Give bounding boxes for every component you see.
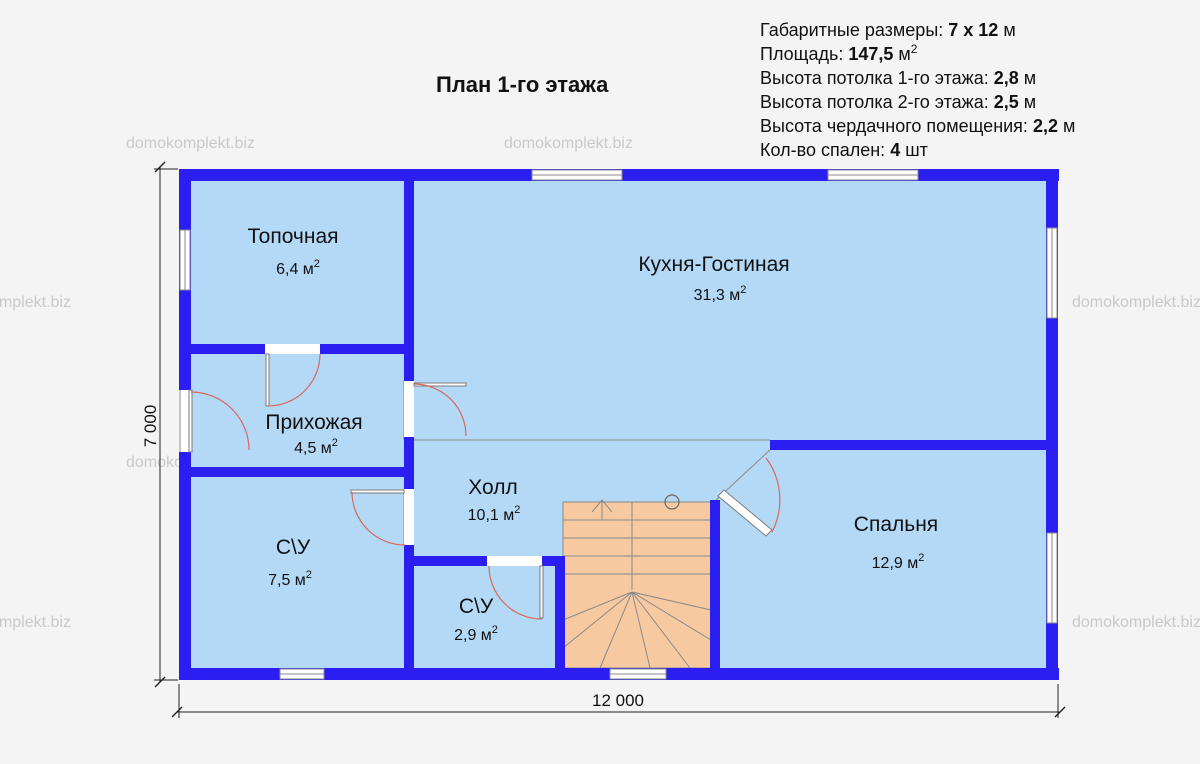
door-leaf xyxy=(350,489,405,494)
wall-interior xyxy=(404,181,414,381)
room-name-hallway: Прихожая xyxy=(265,411,362,434)
wall-interior xyxy=(191,467,414,477)
dimension-height: 7 000 xyxy=(141,405,160,448)
spec-line: Высота потолка 2-го этажа: 2,5 м xyxy=(760,92,1036,112)
wall-interior xyxy=(555,556,565,668)
wall-interior xyxy=(404,545,414,668)
door-swing xyxy=(351,491,406,546)
room-name-hall: Холл xyxy=(468,476,518,499)
door-leaf xyxy=(717,489,773,537)
room-name-bath-small: С\У xyxy=(459,595,494,618)
room-area-topochnaya: 6,4 м2 xyxy=(276,258,320,278)
room-area-hallway: 4,5 м2 xyxy=(294,437,338,457)
room-name-bath-large: С\У xyxy=(276,536,311,559)
staircase xyxy=(562,494,712,669)
dimension-width: 12 000 xyxy=(592,691,644,710)
door-swing xyxy=(267,353,321,407)
watermark: domokomplekt.biz xyxy=(1072,294,1200,311)
windows xyxy=(179,169,1058,680)
door-swing xyxy=(413,383,467,437)
watermark: domokomplekt.biz xyxy=(504,135,633,152)
wall-interior xyxy=(404,437,414,489)
door-swing xyxy=(488,565,543,620)
spec-line: Площадь: 147,5 м2 xyxy=(760,42,918,64)
room-name-kitchen: Кухня-Гостиная xyxy=(638,253,789,276)
room-area-bath-small: 2,9 м2 xyxy=(454,624,498,644)
entrance-door-gap xyxy=(179,390,191,452)
room-labels: Топочная 6,4 м2 Кухня-Гостиная 31,3 м2 П… xyxy=(247,225,938,644)
door-leaf xyxy=(265,353,270,407)
spec-line: Кол-во спален: 4 шт xyxy=(760,140,928,160)
room-area-bath-large: 7,5 м2 xyxy=(268,569,312,589)
room-area-bedroom: 12,9 м2 xyxy=(872,552,925,572)
room-name-topochnaya: Топочная xyxy=(247,225,338,248)
door-gap xyxy=(487,556,542,566)
door-gap xyxy=(404,381,414,437)
door-gap xyxy=(404,489,414,545)
plan-title: План 1-го этажа xyxy=(436,72,609,97)
watermark: domokomplekt.biz xyxy=(0,294,71,311)
door-swing xyxy=(765,457,781,533)
door-gap xyxy=(265,344,320,354)
entrance-door-leaf xyxy=(188,389,193,453)
stairs-area xyxy=(562,501,712,669)
watermark: domokomplekt.biz xyxy=(1072,614,1200,631)
spec-line: Высота потолка 1-го этажа: 2,8 м xyxy=(760,68,1036,88)
wall-interior xyxy=(414,556,557,566)
spec-line: Высота чердачного помещения: 2,2 м xyxy=(760,116,1075,136)
room-name-bedroom: Спальня xyxy=(854,513,938,536)
dimension-lines: 12 000 7 000 xyxy=(141,161,1066,718)
specs-block: Габаритные размеры: 7 х 12 м Площадь: 14… xyxy=(760,20,1075,160)
door-swing xyxy=(190,391,250,451)
door-leaf xyxy=(539,565,544,619)
watermark: domokomplekt.biz xyxy=(0,614,71,631)
room-area-kitchen: 31,3 м2 xyxy=(694,284,747,304)
spec-line: Габаритные размеры: 7 х 12 м xyxy=(760,20,1016,40)
wall-interior xyxy=(770,440,1046,450)
watermark: domokomplekt.biz xyxy=(126,135,255,152)
doors xyxy=(179,344,781,620)
wall-interior xyxy=(710,500,720,668)
room-area-hall: 10,1 м2 xyxy=(468,504,521,524)
